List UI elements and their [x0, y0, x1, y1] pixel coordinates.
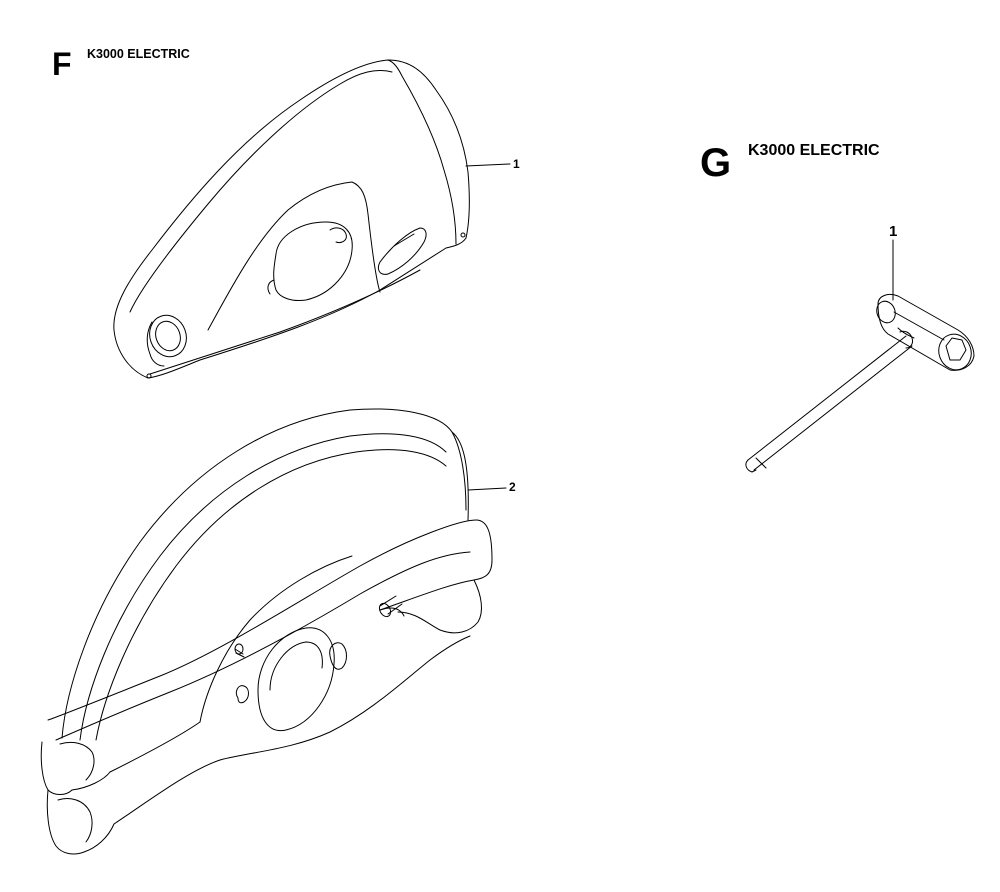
section-g-callout-1: 1 [889, 223, 898, 240]
section-f-callout-2: 2 [509, 480, 516, 494]
section-f-letter: F [52, 46, 72, 82]
section-g-title: K3000 ELECTRIC [748, 142, 880, 159]
section-g-letter: G [700, 141, 732, 185]
blade-guard-part-1 [114, 60, 469, 378]
combination-wrench-part-1 [746, 294, 976, 472]
section-f-callout-1: 1 [513, 157, 520, 171]
section-f-title: K3000 ELECTRIC [87, 47, 190, 61]
blade-guard-part-2 [41, 409, 492, 854]
leader-lines [466, 164, 893, 490]
